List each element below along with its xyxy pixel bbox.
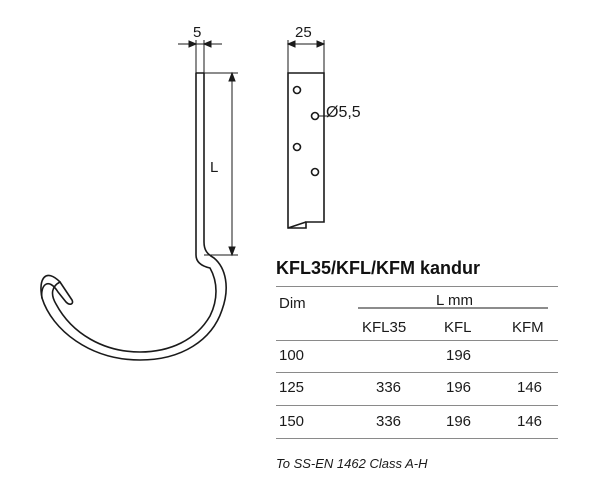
bracket-side-view <box>40 72 227 361</box>
dimension-width <box>286 40 326 73</box>
row-kfm: 146 <box>517 379 543 396</box>
hole-circle <box>292 85 302 95</box>
table-bottom-rule <box>276 438 558 439</box>
row-kfm: 146 <box>517 413 543 430</box>
dimension-hole-label: Ø5,5 <box>326 104 361 121</box>
hole-circle <box>310 167 320 177</box>
strap-outline <box>287 72 325 229</box>
row-kfl35: 336 <box>376 379 402 396</box>
dimension-thickness <box>178 40 222 73</box>
row-dim: 150 <box>279 413 305 430</box>
row-kfl: 196 <box>446 379 472 396</box>
dimension-thickness-label: 5 <box>193 24 202 41</box>
table-top-rule <box>276 286 558 287</box>
bracket-hook-tip <box>40 274 61 299</box>
header-group: L mm <box>436 292 473 309</box>
hole-circle <box>310 111 320 121</box>
table-header-rule <box>276 340 558 341</box>
standard-footnote: To SS-EN 1462 Class A-H <box>276 456 428 471</box>
spec-table-title: KFL35/KFL/KFM kandur <box>276 258 481 278</box>
row-kfl35: 336 <box>376 413 402 430</box>
row-kfl: 196 <box>446 347 472 364</box>
table-row-rule <box>276 372 558 373</box>
header-dim: Dim <box>279 295 306 312</box>
strap-front-view <box>287 72 325 229</box>
row-dim: 125 <box>279 379 305 396</box>
row-dim: 100 <box>279 347 305 364</box>
row-kfl: 196 <box>446 413 472 430</box>
header-col-kfl35: KFL35 <box>362 319 407 336</box>
dimension-length-label: L <box>210 159 219 176</box>
table-row-rule <box>276 405 558 406</box>
header-col-kfm: KFM <box>512 319 544 336</box>
dimension-width-label: 25 <box>295 24 312 41</box>
dimension-length <box>204 71 238 257</box>
strap-holes <box>292 85 320 177</box>
bracket-outline <box>40 72 227 361</box>
header-col-kfl: KFL <box>444 319 472 336</box>
hole-circle <box>292 142 302 152</box>
